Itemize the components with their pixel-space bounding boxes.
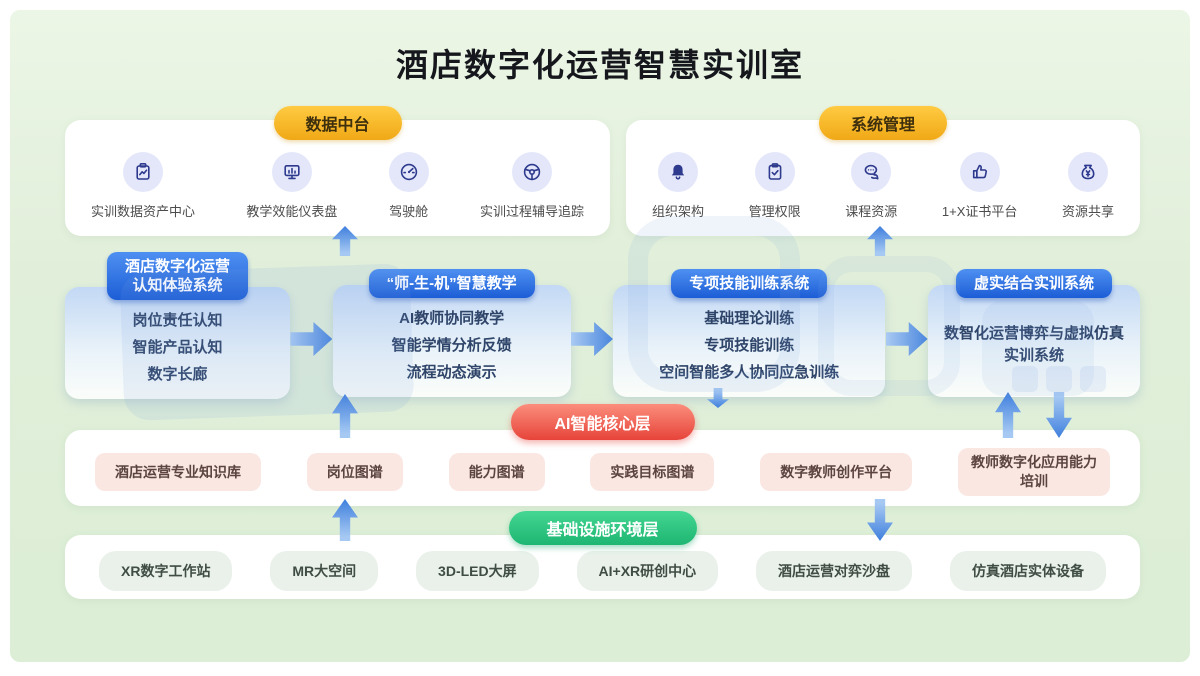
system-virtual-real-training: 虚实结合实训系统 数智化运营博弈与虚拟仿真实训系统 [927, 252, 1140, 399]
ai-item: 数字教师创作平台 [760, 453, 913, 491]
system-line: 智能学情分析反馈 [391, 336, 512, 354]
system-header-line: “师-生-机”智慧教学 [386, 275, 517, 292]
page-title: 酒店数字化运营智慧实训室 [395, 47, 804, 83]
system-line: 专项技能训练 [704, 336, 795, 354]
right-arrow [885, 322, 928, 356]
infra-item: MR大空间 [270, 551, 379, 591]
system-management-item: 课程资源 [845, 152, 897, 220]
system-management-card: 系统管理 组织架构 管理权限 [626, 106, 1140, 236]
system-line: 智能产品认知 [132, 338, 223, 356]
system-management-item: 1+X证书平台 [941, 152, 1018, 220]
item-label: 驾驶舱 [389, 204, 429, 219]
item-label: 资源共享 [1061, 204, 1114, 219]
item-label: 组织架构 [652, 204, 705, 219]
system-smart-teaching: “师-生-机”智慧教学 AI教师协同教学 智能学情分析反馈 流程动态演示 [332, 252, 571, 399]
ai-item: 教师数字化应用能力培训 [957, 448, 1110, 496]
item-label: 管理权限 [748, 204, 801, 219]
thumbs-up-icon [959, 152, 1000, 192]
system-management-items: 组织架构 管理权限 课程资源 [626, 120, 1140, 220]
data-platform-items: 实训数据资产中心 教学效能仪表盘 驾驶舱 [65, 120, 610, 220]
infra-item: 酒店运营对弈沙盘 [756, 551, 913, 591]
system-line: 流程动态演示 [406, 363, 497, 381]
ai-core-layer-band: AI智能核心层 酒店运营专业知识库 岗位图谱 能力图谱 实践目标图谱 数字教师创… [65, 404, 1140, 506]
right-arrow [570, 322, 613, 356]
item-label: 课程资源 [845, 204, 898, 219]
system-header-line: 虚实结合实训系统 [973, 275, 1094, 292]
ai-core-layer-items: 酒店运营专业知识库 岗位图谱 能力图谱 实践目标图谱 数字教师创作平台 教师数字… [65, 430, 1140, 506]
item-label: 教学效能仪表盘 [246, 204, 338, 219]
system-line: 岗位责任认知 [132, 311, 223, 329]
system-skill-training: 专项技能训练系统 基础理论训练 专项技能训练 空间智能多人协同应急训练 [613, 252, 886, 399]
clipboard-chart-icon [123, 152, 163, 192]
system-cognition-experience: 酒店数字化运营 认知体验系统 岗位责任认知 智能产品认知 数字长廊 [65, 252, 290, 400]
system-management-item: 管理权限 [749, 152, 801, 220]
money-bag-icon [1067, 152, 1108, 192]
data-platform-item: 驾驶舱 [388, 152, 429, 220]
system-body: 数智化运营博弈与虚拟仿真实训系统 [927, 285, 1140, 398]
item-label: 1+X证书平台 [941, 204, 1018, 219]
data-platform-pill: 数据中台 [273, 106, 402, 140]
system-line: 数字长廊 [147, 365, 208, 383]
steering-wheel-icon [511, 152, 552, 192]
infra-item: 仿真酒店实体设备 [949, 551, 1106, 591]
infrastructure-layer-items: XR数字工作站 MR大空间 3D-LED大屏 AI+XR研创中心 酒店运营对弈沙… [65, 535, 1140, 599]
system-line: 数智化运营博弈与虚拟仿真实训系统 [943, 324, 1124, 365]
item-label: 实训过程辅导追踪 [479, 204, 584, 219]
infra-item: XR数字工作站 [99, 551, 233, 591]
system-body: 基础理论训练 专项技能训练 空间智能多人协同应急训练 [613, 285, 886, 398]
system-line: 基础理论训练 [704, 309, 795, 327]
ai-item: 实践目标图谱 [590, 453, 715, 491]
infra-item: AI+XR研创中心 [576, 551, 719, 591]
data-platform-item: 实训数据资产中心 [91, 152, 195, 220]
system-management-item: 资源共享 [1062, 152, 1114, 220]
system-management-pill: 系统管理 [818, 106, 948, 140]
chat-bubbles-icon [851, 152, 892, 192]
infrastructure-layer-band: 基础设施环境层 XR数字工作站 MR大空间 3D-LED大屏 AI+XR研创中心… [65, 511, 1140, 599]
ai-item: 能力图谱 [448, 453, 545, 491]
system-header: 专项技能训练系统 [671, 269, 828, 299]
system-header: 酒店数字化运营 认知体验系统 [106, 252, 248, 301]
item-label: 实训数据资产中心 [91, 204, 196, 219]
ai-item: 岗位图谱 [306, 453, 403, 491]
top-row: 数据中台 实训数据资产中心 教学效能仪表盘 [65, 106, 1140, 236]
ai-item: 酒店运营专业知识库 [95, 453, 261, 491]
infrastructure-layer-pill: 基础设施环境层 [508, 511, 697, 545]
right-arrow [290, 322, 333, 356]
system-header-line: 酒店数字化运营 [124, 258, 230, 275]
system-header: 虚实结合实训系统 [955, 269, 1112, 299]
system-header-line: 认知体验系统 [132, 277, 223, 295]
clipboard-check-icon [754, 152, 795, 192]
system-management-item: 组织架构 [652, 152, 704, 220]
system-header-line: 专项技能训练系统 [689, 275, 810, 292]
system-line: AI教师协同教学 [399, 309, 505, 327]
data-platform-card: 数据中台 实训数据资产中心 教学效能仪表盘 [65, 106, 610, 236]
infra-item: 3D-LED大屏 [416, 551, 539, 591]
systems-row: 酒店数字化运营 认知体验系统 岗位责任认知 智能产品认知 数字长廊 “师-生-机… [65, 252, 1140, 400]
system-body: 岗位责任认知 智能产品认知 数字长廊 [65, 287, 290, 400]
ai-core-layer-pill: AI智能核心层 [510, 404, 695, 440]
data-platform-item: 教学效能仪表盘 [246, 152, 337, 220]
system-line: 空间智能多人协同应急训练 [659, 363, 840, 381]
data-platform-item: 实训过程辅导追踪 [480, 152, 584, 220]
dashboard-monitor-icon [271, 152, 312, 192]
bell-icon [658, 152, 698, 192]
system-header: “师-生-机”智慧教学 [368, 269, 535, 299]
system-body: AI教师协同教学 智能学情分析反馈 流程动态演示 [332, 285, 571, 398]
gauge-icon [388, 152, 429, 192]
